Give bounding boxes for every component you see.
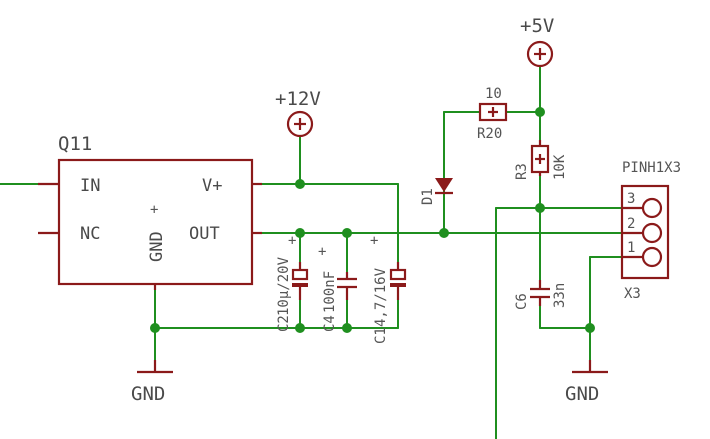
c2-plus: + <box>288 233 296 249</box>
r3-label: R3 <box>514 163 530 180</box>
connector-pin-number: 3 <box>627 191 635 207</box>
gnd-left-label: GND <box>131 383 165 405</box>
capacitor-c6: C6 33n <box>514 280 568 310</box>
connector-pin-2 <box>641 222 663 244</box>
c1-label: C1 <box>373 327 389 344</box>
junction-dot <box>295 179 305 189</box>
gnd-right-label: GND <box>565 383 599 405</box>
connector-type-label: PINH1X3 <box>622 160 681 176</box>
c4-label: C4 <box>322 315 338 332</box>
supply-5v-symbol: +5V <box>520 15 554 68</box>
junction-dot <box>295 323 305 333</box>
regulator-q11: Q11 IN NC V+ OUT GND + <box>38 133 262 290</box>
junction-dot <box>535 203 545 213</box>
r20-value: 10 <box>485 86 502 102</box>
pin-in-label: IN <box>80 176 100 196</box>
r20-label: R20 <box>477 126 502 142</box>
pin-out-label: OUT <box>189 224 220 244</box>
c6-label: C6 <box>514 293 530 310</box>
junction-dot <box>585 323 595 333</box>
gnd-symbol-right: GND <box>565 360 608 405</box>
c4-plus: + <box>318 244 326 260</box>
supply-12v-symbol: +12V <box>275 88 321 138</box>
junction-dot <box>150 323 160 333</box>
connector-pin-number: 1 <box>627 240 635 256</box>
c1-value: 4,7/16V <box>373 267 389 327</box>
supply-12v-label: +12V <box>275 88 321 110</box>
supply-5v-label: +5V <box>520 15 554 37</box>
capacitor-c2: C2 10µ/20V + <box>276 233 309 332</box>
junction-dot <box>342 228 352 238</box>
junctions <box>150 107 595 333</box>
capacitor-c4: C4 100nF + <box>318 244 357 332</box>
wires <box>0 65 623 439</box>
c2-label: C2 <box>276 315 292 332</box>
d1-label: D1 <box>420 188 436 205</box>
junction-dot <box>295 228 305 238</box>
pin-vplus-label: V+ <box>202 176 222 196</box>
resistor-r3: R3 10K <box>514 140 568 180</box>
gnd-symbol-left: GND <box>131 360 173 405</box>
regulator-name: Q11 <box>58 133 92 155</box>
c2-value: 10µ/20V <box>276 256 292 316</box>
connector-pin-number: 2 <box>627 216 635 232</box>
pin-gnd-plus: + <box>150 202 158 218</box>
junction-dot <box>342 323 352 333</box>
junction-dot <box>439 228 449 238</box>
connector-name-label: X3 <box>624 286 641 302</box>
connector-pin-1 <box>641 246 663 268</box>
c1-plus: + <box>370 233 378 249</box>
connector-pin-3 <box>641 197 663 219</box>
resistor-r20: 10 R20 <box>477 86 508 142</box>
r3-value: 10K <box>552 154 568 180</box>
c6-value: 33n <box>552 283 568 308</box>
c4-value: 100nF <box>322 271 338 313</box>
connector-x3: PINH1X3 X3 3 2 1 <box>620 160 681 302</box>
capacitor-c1: C1 4,7/16V + <box>370 233 407 344</box>
pin-nc-label: NC <box>80 224 100 244</box>
junction-dot <box>535 107 545 117</box>
pin-gnd-label: GND <box>147 231 167 262</box>
diode-d1: D1 <box>420 178 453 205</box>
